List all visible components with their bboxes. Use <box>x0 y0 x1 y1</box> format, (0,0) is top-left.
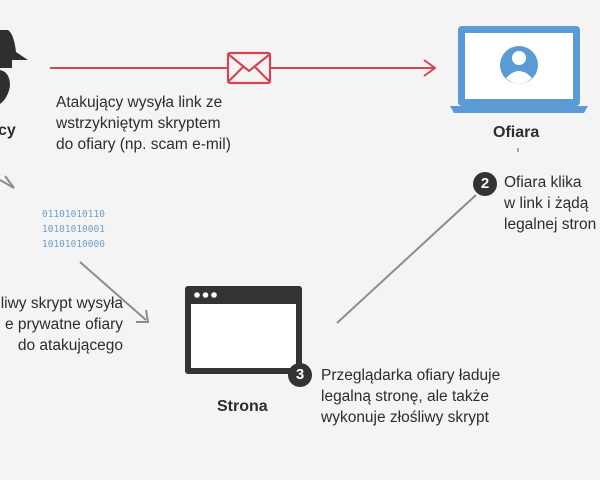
step2-description: Ofiara klika w link i żądą legalnej stro… <box>504 172 596 235</box>
step4-line: e prywatne ofiary <box>4 316 123 333</box>
browser-window-icon <box>185 286 302 374</box>
step3-description: Przeglądarka ofiary ładuje legalną stron… <box>321 365 500 428</box>
attack-link-arrow <box>50 59 437 77</box>
step2-line: Ofiara klika <box>504 174 582 191</box>
hacker-icon <box>0 30 28 104</box>
step1-line: wstrzykniętym skryptem <box>56 115 221 132</box>
request-arrow <box>336 194 477 324</box>
step4-line: do atakującego <box>17 337 123 354</box>
site-title: Strona <box>217 398 268 415</box>
laptop-user-icon <box>450 26 588 113</box>
exfiltration-arrow <box>79 261 150 323</box>
step1-description: Atakujący wysyła link ze wstrzykniętym s… <box>56 92 231 155</box>
binary-data: 01101010110 10101010001 10101010000 <box>42 207 105 252</box>
binary-line: 10101010000 <box>42 239 105 250</box>
step3-line: wykonuje złośliwy skrypt <box>321 409 489 426</box>
step2-badge: 2 <box>473 172 497 196</box>
step2-line: legalnej stron <box>504 216 597 233</box>
step2-line: w link i żądą <box>504 195 589 212</box>
step4-description: liwy skrypt wysyła e prywatne ofiary do … <box>0 293 123 356</box>
return-arrow-head <box>0 175 15 189</box>
binary-line: 10101010001 <box>42 224 105 235</box>
step1-line: do ofiary (np. scam e-mil) <box>56 136 231 153</box>
attacker-title: cy <box>0 122 16 139</box>
step3-badge: 3 <box>288 363 312 387</box>
victim-title: Ofiara <box>493 124 540 141</box>
step3-line: Przeglądarka ofiary ładuje <box>321 367 501 384</box>
envelope-icon <box>226 51 272 85</box>
step4-line: liwy skrypt wysyła <box>0 295 123 312</box>
step1-line: Atakujący wysyła link ze <box>56 94 223 111</box>
step3-line: legalną stronę, ale także <box>321 388 490 405</box>
binary-line: 01101010110 <box>42 209 105 220</box>
